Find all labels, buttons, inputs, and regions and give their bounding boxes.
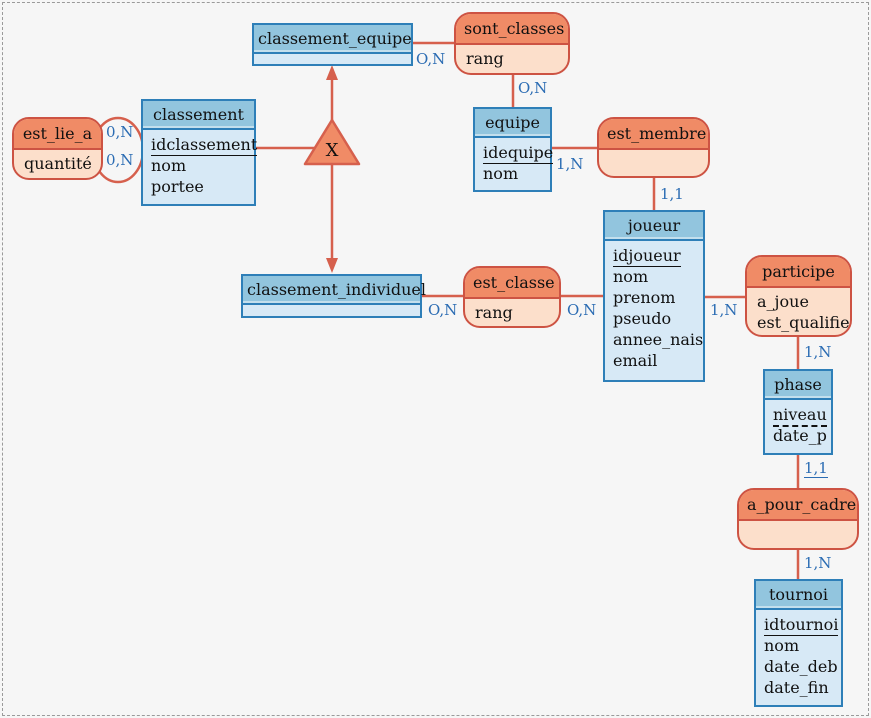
entity-attributes: idtournoi nom date_deb date_fin <box>756 610 841 705</box>
cardinality-est-membre-joueur: 1,1 <box>660 185 684 203</box>
association-attributes-empty <box>599 150 708 176</box>
cardinality-est-classe-joueur: O,N <box>567 301 597 319</box>
attribute: rang <box>466 49 504 68</box>
association-title: sont_classes <box>456 14 568 45</box>
association-est-membre: est_membre <box>597 117 710 178</box>
association-attributes: rang <box>465 299 559 326</box>
association-title: est_lie_a <box>14 119 101 150</box>
cardinality-classement-equipe-sont-classes: O,N <box>416 50 446 68</box>
inheritance-symbol: X <box>326 140 339 161</box>
entity-joueur: joueur idjoueur nom prenom pseudo annee_… <box>603 210 705 382</box>
association-title: est_classe <box>465 268 559 299</box>
entity-tournoi: tournoi idtournoi nom date_deb date_fin <box>754 579 843 707</box>
association-attributes-empty <box>739 521 857 548</box>
entity-title: joueur <box>605 212 703 241</box>
cardinality-classement-individuel-est-classe: O,N <box>428 301 458 319</box>
entity-attributes-empty <box>254 54 411 64</box>
attribute: date_fin <box>764 678 829 697</box>
attribute: date_p <box>773 426 827 445</box>
association-participe: participe a_joue est_qualifie <box>745 255 852 337</box>
attribute: a_joue <box>757 292 809 311</box>
entity-title: equipe <box>475 109 550 138</box>
entity-title: classement_individuel <box>243 276 426 305</box>
attribute-identifier: idclassement <box>151 135 258 156</box>
association-title: est_membre <box>599 119 708 150</box>
attribute: email <box>613 351 658 370</box>
cardinality-participe-phase: 1,N <box>804 343 832 361</box>
inheritance-triangle <box>303 118 361 166</box>
entity-equipe: equipe idequipe nom <box>473 107 554 192</box>
attribute: nom <box>613 267 649 286</box>
attribute: nom <box>151 156 187 175</box>
attribute: nom <box>483 164 519 183</box>
cardinality-sont-classes-equipe: O,N <box>518 79 548 97</box>
attribute: portee <box>151 177 204 196</box>
association-est-classe: est_classe rang <box>463 266 561 328</box>
cardinality-equipe-est-membre: 1,N <box>556 155 584 173</box>
cardinality-est-lie-a-classement-bottom: 0,N <box>106 151 134 169</box>
entity-attributes: niveau date_p <box>765 400 831 453</box>
attribute: rang <box>475 303 513 322</box>
attribute-identifier: idjoueur <box>613 246 681 267</box>
association-est-lie-a: est_lie_a quantité <box>12 117 103 180</box>
association-a-pour-cadre: a_pour_cadre <box>737 488 859 550</box>
association-attributes: quantité <box>14 150 101 178</box>
arrow-down-icon <box>326 258 338 273</box>
cardinality-phase-a-pour-cadre: 1,1 <box>804 459 828 478</box>
attribute-identifier-relative: niveau <box>773 404 827 427</box>
attribute: annee_nais <box>613 330 704 349</box>
cardinality-a-pour-cadre-tournoi: 1,N <box>804 554 832 572</box>
entity-classement-individuel: classement_individuel <box>241 274 426 318</box>
attribute-identifier: idtournoi <box>764 615 839 636</box>
entity-classement: classement idclassement nom portee <box>141 99 258 206</box>
association-title: a_pour_cadre <box>739 490 857 521</box>
attribute: prenom <box>613 288 676 307</box>
entity-attributes: idjoueur nom prenom pseudo annee_nais em… <box>605 241 703 380</box>
association-attributes: a_joue est_qualifie <box>747 288 850 335</box>
attribute: est_qualifie <box>757 313 850 332</box>
entity-attributes: idequipe nom <box>475 138 554 190</box>
entity-attributes-empty <box>243 305 420 316</box>
cardinality-joueur-participe: 1,N <box>710 301 738 319</box>
entity-title: tournoi <box>756 581 841 610</box>
attribute: pseudo <box>613 309 672 328</box>
entity-title: classement <box>143 101 254 130</box>
cardinality-est-lie-a-classement-top: 0,N <box>106 123 134 141</box>
arrow-up-icon <box>326 65 338 80</box>
attribute: nom <box>764 636 800 655</box>
entity-phase: phase niveau date_p <box>763 369 833 455</box>
attribute: quantité <box>24 154 92 173</box>
attribute: date_deb <box>764 657 838 676</box>
entity-title: classement_equipe <box>254 25 412 54</box>
entity-classement-equipe: classement_equipe <box>252 23 413 66</box>
association-title: participe <box>747 257 850 288</box>
association-attributes: rang <box>456 45 568 73</box>
entity-title: phase <box>765 371 831 400</box>
association-sont-classes: sont_classes rang <box>454 12 570 75</box>
entity-attributes: idclassement nom portee <box>143 130 258 204</box>
attribute-identifier: idequipe <box>483 143 554 164</box>
